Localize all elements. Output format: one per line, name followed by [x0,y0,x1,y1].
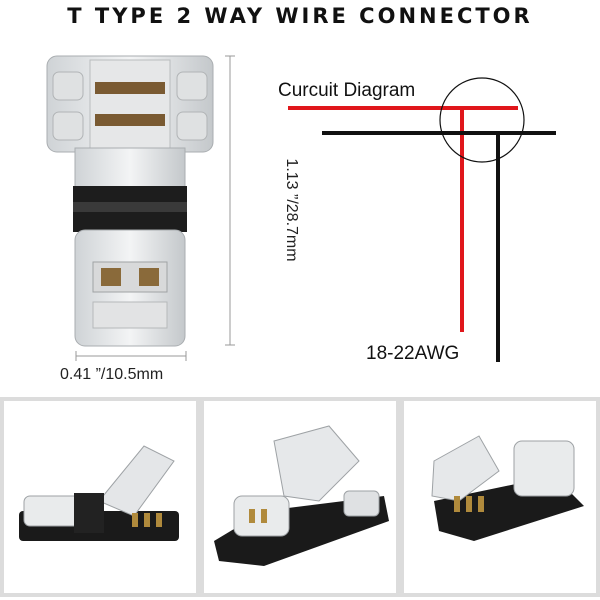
connector-photo-1 [19,445,179,541]
photo-panel-2 [204,401,396,593]
photo-panel-1 [4,401,196,593]
connector-top-view-image [46,55,214,347]
wire-gauge-label: 18-22AWG [366,343,460,364]
circuit-diagram-label: Curcuit Diagram [278,80,416,101]
page-title: T TYPE 2 WAY WIRE CONNECTOR [67,4,533,28]
circuit-diagram [288,77,556,362]
connector-photo-3 [431,435,584,541]
photo-panel-3 [404,401,596,593]
width-dimension-label: 0.41 ”/10.5mm [60,366,164,383]
photo-strip [0,397,600,597]
connector-photo-2 [214,425,389,566]
